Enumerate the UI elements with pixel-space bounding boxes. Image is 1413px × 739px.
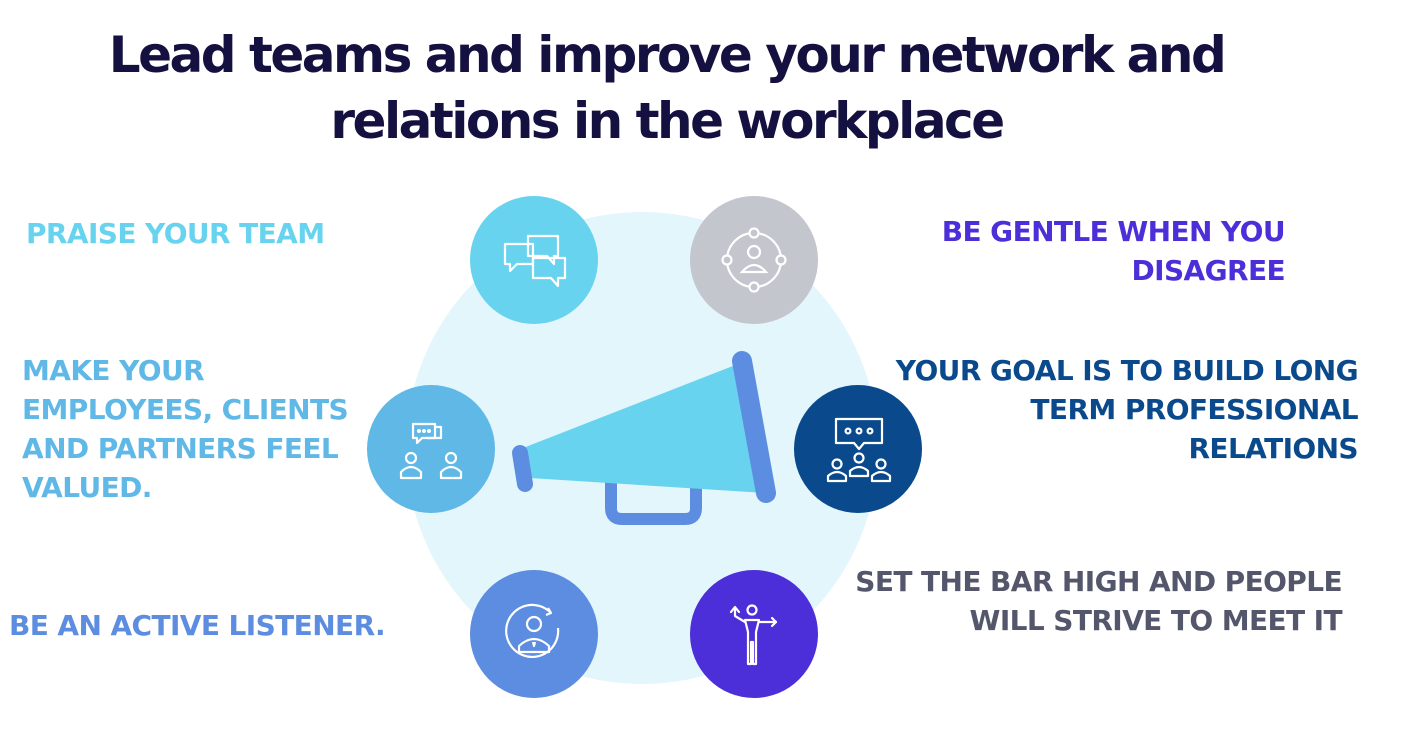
- gentle-disagree-label: BE GENTLE WHEN YOU DISAGREE: [941, 215, 1286, 287]
- feel-valued-label: MAKE YOUR EMPLOYEES, CLIENTS AND PARTNER…: [22, 354, 349, 504]
- praise-circle: [470, 196, 598, 324]
- praise-team-label: PRAISE YOUR TEAM: [26, 217, 325, 250]
- goal-relations-label: YOUR GOAL IS TO BUILD LONG TERM PROFESSI…: [895, 354, 1359, 465]
- title-line-2: relations in the workplace: [330, 92, 1005, 150]
- title-line-1: Lead teams and improve your network and: [108, 26, 1227, 84]
- speech-bubbles-icon: [503, 234, 567, 288]
- person-network-icon: [721, 227, 787, 293]
- set-bar-label: SET THE BAR HIGH AND PEOPLE WILL STRIVE …: [855, 565, 1342, 637]
- megaphone-icon: [512, 351, 776, 525]
- valued-circle: [367, 385, 495, 513]
- bar-circle: [690, 570, 818, 698]
- gentle-circle: [690, 196, 818, 324]
- person-cycle-icon: [505, 603, 560, 658]
- group-discussion-icon: [826, 417, 892, 483]
- page-title: Lead teams and improve your network and …: [0, 22, 1333, 154]
- people-chat-icon: [399, 422, 463, 480]
- goal-circle: [794, 385, 922, 513]
- active-listener-label: BE AN ACTIVE LISTENER.: [9, 609, 386, 642]
- person-directions-icon: [729, 604, 778, 666]
- listener-circle: [470, 570, 598, 698]
